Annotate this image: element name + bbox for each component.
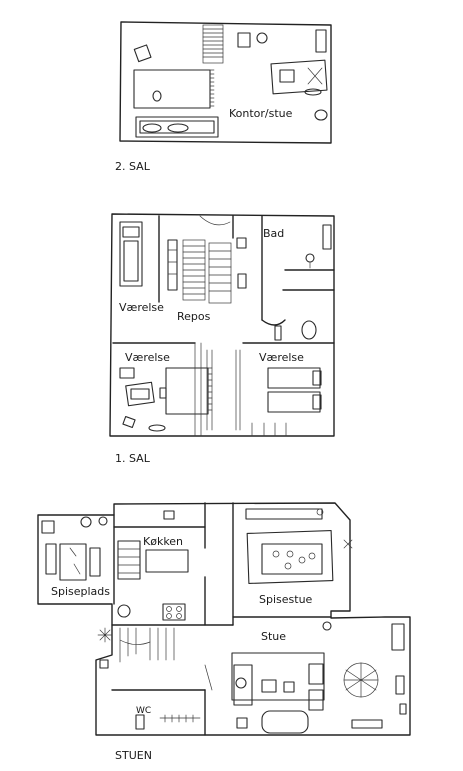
basket [122,415,136,429]
room-label-stue: Stue [261,630,286,643]
room-label-vaerelse-right: Værelse [259,351,304,364]
lamp [399,703,407,715]
rug-small [148,424,166,432]
stair-ground [119,627,175,663]
stove [162,603,186,621]
bed-lower-left [165,367,213,415]
rug-round-icon [343,662,379,698]
room-label-kontor-stue: Kontor/stue [229,107,293,120]
plant-icon [322,621,332,631]
floor-1-sal: Bad Værelse Repos Værelse Værelse [109,213,335,437]
room-label-spiseplads: Spiseplads [51,585,110,598]
shelf [315,29,327,53]
side-table [237,32,251,48]
room-label-spisestue: Spisestue [259,593,313,606]
corridor-first [194,342,241,437]
floor-caption-1-sal: 1. SAL [115,452,151,465]
floor-2-sal: Kontor/stue [119,21,332,144]
plant-icon [97,627,113,669]
side-table [236,717,248,729]
room-label-vaerelse-upper: Værelse [119,301,164,314]
plant-icon [256,32,268,44]
stair-first [182,215,232,304]
floor-caption-2-sal: 2. SAL [115,160,151,173]
room-label-bad: Bad [263,227,284,240]
room-label-koekken: Køkken [143,535,183,548]
room-label-wc: WC [136,706,151,716]
room-label-repos: Repos [177,310,211,323]
dining-table [246,529,334,585]
sink [163,510,175,520]
plant-icon [117,604,131,618]
sink [274,325,282,341]
room-label-vaerelse-lower: Værelse [125,351,170,364]
pouf [314,109,328,121]
toilet-icon [135,714,145,730]
bed-right-1 [267,367,322,389]
desk-lower-left [119,367,155,407]
shower-icon [305,253,315,263]
bed-right-2 [267,391,322,413]
dining-table-left [41,520,101,581]
shelf [167,239,178,291]
sideboard [245,508,323,520]
bed-upper-left [119,221,143,287]
floor-stuen: Køkken Spiseplads Spisestue Stue WC [37,502,411,736]
plant-icon [80,516,92,528]
lamp [159,387,167,399]
sofa-top [135,116,219,138]
shelf [237,273,247,289]
toilet-icon [301,320,317,340]
shelf [322,224,332,250]
shelf [391,623,405,651]
kitchen-island [145,549,189,573]
shelf [395,675,405,695]
floor-caption-stuen: STUEN [115,749,152,762]
kitchen-counter [117,540,141,580]
plant-icon [98,516,108,526]
chair [133,44,152,63]
stair-top [202,24,224,64]
bench [351,719,383,729]
basket [236,237,247,249]
desk [270,59,328,96]
armchair [261,710,309,734]
sofa-living [231,652,325,711]
rug-top [133,69,215,109]
